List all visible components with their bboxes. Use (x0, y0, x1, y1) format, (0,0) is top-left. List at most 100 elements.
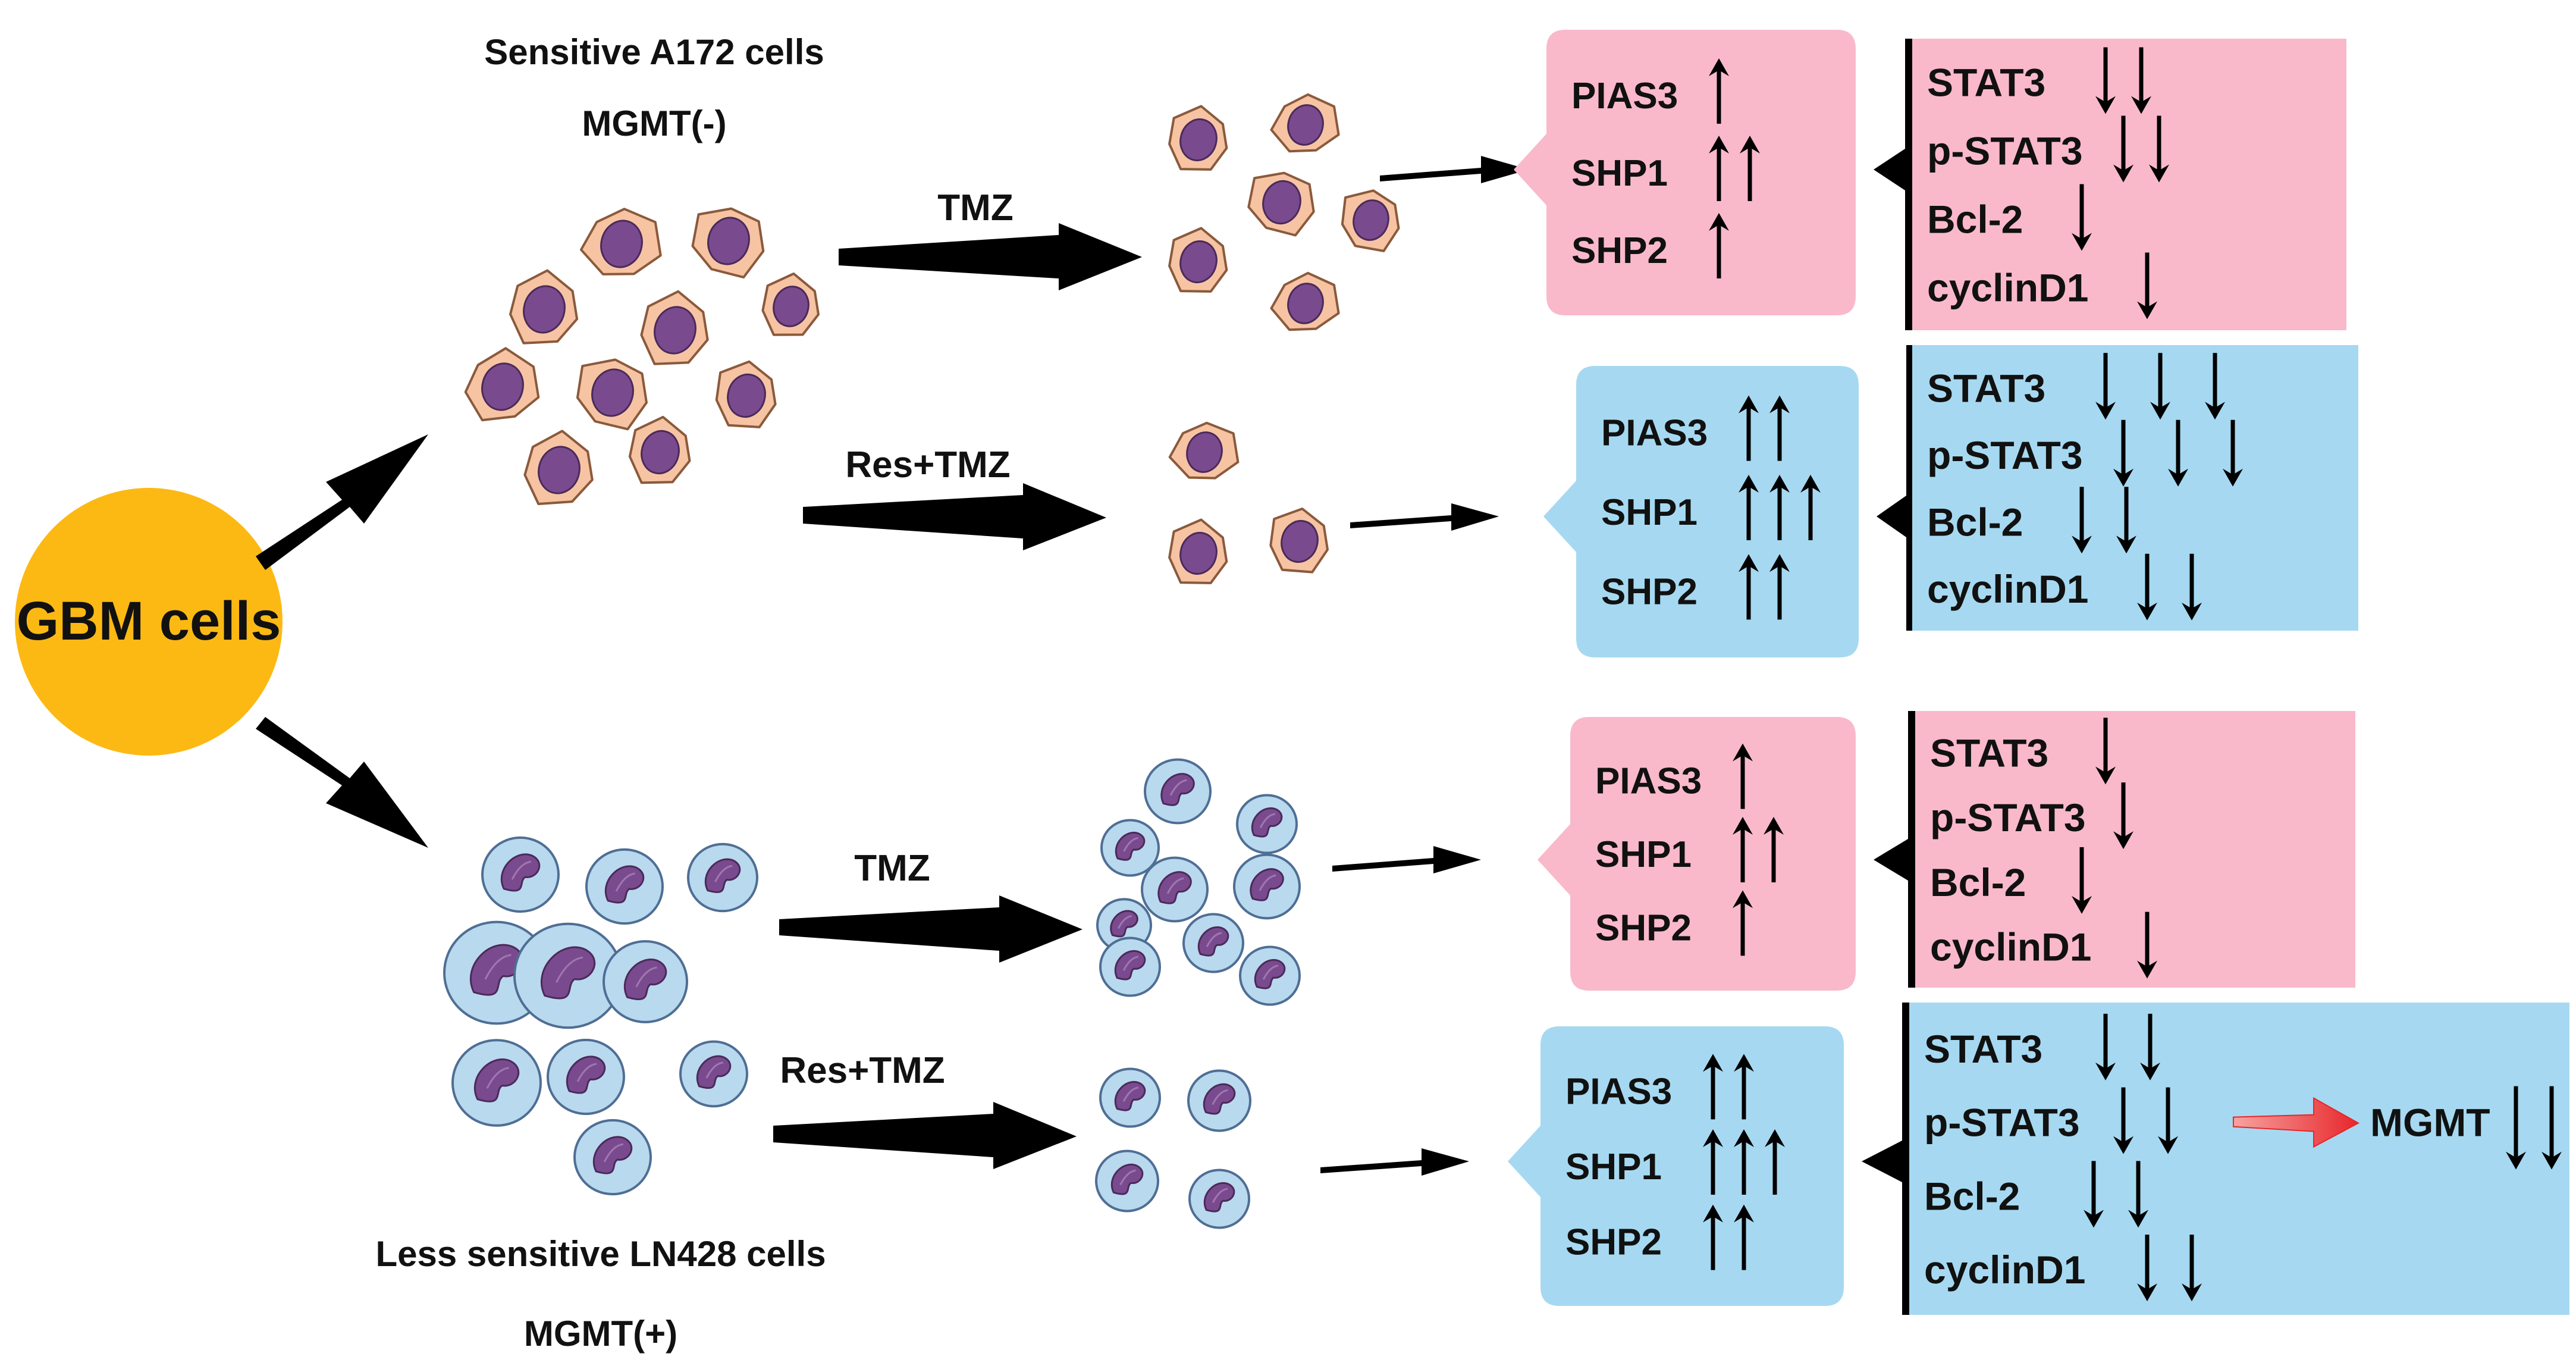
ln428-cell (1099, 936, 1161, 997)
ln428-title: Less sensitive LN428 cells (375, 1234, 826, 1274)
ln428-marker: MGMT(+) (524, 1314, 677, 1354)
down-arrow-icon (2158, 1087, 2178, 1154)
inhibitor-panel (1508, 1026, 1844, 1306)
a172-cell (580, 208, 662, 275)
target-label: Bcl-2 (1930, 860, 2026, 904)
a172-cell (1168, 421, 1240, 480)
ln428-cell (547, 1038, 625, 1116)
inhibitor-label: SHP2 (1601, 571, 1698, 612)
up-arrow-icon (1734, 1054, 1754, 1120)
inhibition-pointer (1877, 496, 1906, 537)
a172-cell (523, 430, 594, 505)
down-arrow-icon (2084, 1161, 2104, 1228)
ln428-cell-cluster (443, 836, 758, 1196)
up-arrow-icon (1703, 1129, 1723, 1195)
up-arrow-icon (1740, 136, 1760, 201)
mgmt-label: MGMT (2370, 1101, 2490, 1145)
target-panel (1912, 345, 2358, 631)
up-arrow-icon (1733, 817, 1753, 882)
target-label: p-STAT3 (1924, 1101, 2080, 1145)
up-arrow-icon (1703, 1054, 1723, 1120)
signaling-panels: PIAS3SHP1SHP2STAT3p-STAT3Bcl-2cyclinD1PI… (1508, 30, 2569, 1315)
target-label: Bcl-2 (1927, 500, 2023, 544)
up-arrow-icon (1709, 136, 1729, 201)
target-label: Bcl-2 (1927, 198, 2023, 242)
a172-cell (464, 347, 540, 422)
down-arrow-icon (2149, 115, 2169, 183)
ln428-cell (585, 848, 664, 925)
up-arrow-icon (1764, 817, 1784, 882)
inhibitor-label: PIAS3 (1595, 761, 1702, 802)
target-label: p-STAT3 (1927, 129, 2083, 173)
up-arrow-icon (1734, 1129, 1754, 1195)
target-label: cyclinD1 (1930, 925, 2091, 969)
inhibitor-label: PIAS3 (1565, 1071, 1672, 1112)
inhibitor-label: SHP2 (1565, 1222, 1662, 1263)
ln428-res-tmz-treated-cells (1095, 1067, 1251, 1229)
down-arrow-icon (2137, 911, 2157, 979)
ln428-cell (1095, 1149, 1159, 1213)
down-arrow-icon (2113, 1087, 2133, 1154)
up-arrow-icon (1739, 395, 1759, 461)
panel-row-4: PIAS3SHP1SHP2STAT3p-STAT3Bcl-2cyclinD1MG… (1508, 1003, 2569, 1315)
down-arrow-icon (2072, 184, 2092, 251)
a172-cell (1168, 227, 1228, 293)
up-arrow-icon (1769, 395, 1790, 461)
down-arrow-icon (2072, 487, 2092, 554)
target-label: cyclinD1 (1924, 1248, 2085, 1292)
ln428-tmz-treated-cells (1096, 758, 1301, 1006)
a172-cell (1168, 518, 1228, 584)
a172-title: Sensitive A172 cells (484, 32, 824, 72)
up-arrow-icon (1734, 1204, 1754, 1270)
ln428-cell (1188, 1169, 1250, 1229)
down-arrow-icon (2072, 847, 2092, 914)
ln428-cell (1233, 853, 1301, 920)
down-arrow-icon (2182, 553, 2202, 621)
ln428-cell (1239, 945, 1301, 1006)
gbm-source-node: GBM cells (15, 488, 283, 756)
inhibitor-panel (1538, 717, 1856, 991)
down-arrow-icon (2113, 782, 2133, 850)
a172-cell (1247, 171, 1315, 237)
inhibitor-label: SHP1 (1571, 153, 1668, 194)
a172-cell (1341, 189, 1400, 252)
down-arrow-icon (2542, 1086, 2562, 1170)
connector-arrow-row-3 (1332, 846, 1481, 873)
inhibitor-label: SHP1 (1565, 1147, 1662, 1188)
a172-cell (576, 358, 648, 431)
up-arrow-icon (1739, 554, 1759, 620)
connector-arrow-row-2 (1350, 503, 1499, 531)
down-arrow-icon (2205, 353, 2225, 420)
target-panel (1912, 39, 2346, 330)
down-arrow-icon (2140, 1013, 2160, 1080)
up-arrow-icon (1769, 554, 1790, 620)
target-label: p-STAT3 (1930, 795, 2086, 840)
up-arrow-icon (1709, 58, 1729, 124)
gbm-label: GBM cells (17, 591, 281, 651)
inhibitor-label: PIAS3 (1571, 76, 1678, 117)
ln428-cell (1141, 856, 1209, 923)
ln428-cell (1144, 758, 1212, 825)
inhibitor-panel (1514, 30, 1856, 315)
down-arrow-icon (2137, 553, 2157, 621)
up-arrow-icon (1765, 1129, 1785, 1195)
a172-cell (628, 415, 691, 484)
target-label: STAT3 (1927, 366, 2045, 410)
ln428-cell (573, 1119, 652, 1196)
treatment-label-row-4: Res+TMZ (780, 1050, 945, 1091)
treatment-label-row-1: TMZ (937, 187, 1013, 228)
up-arrow-icon (1709, 213, 1729, 278)
down-arrow-icon (2113, 115, 2133, 183)
up-arrow-icon (1733, 890, 1753, 956)
inhibitor-label: PIAS3 (1601, 413, 1708, 454)
branch-arrow-lower (256, 717, 428, 848)
ln428-cell (451, 1039, 542, 1127)
a172-cell (509, 269, 579, 344)
a172-tmz-treated-cells (1168, 93, 1400, 331)
connector-arrow-row-1 (1380, 156, 1529, 183)
inhibition-pointer (1862, 1141, 1902, 1182)
ln428-cell (1100, 819, 1160, 877)
target-panel (1909, 1003, 2569, 1315)
target-label: STAT3 (1927, 61, 2045, 105)
